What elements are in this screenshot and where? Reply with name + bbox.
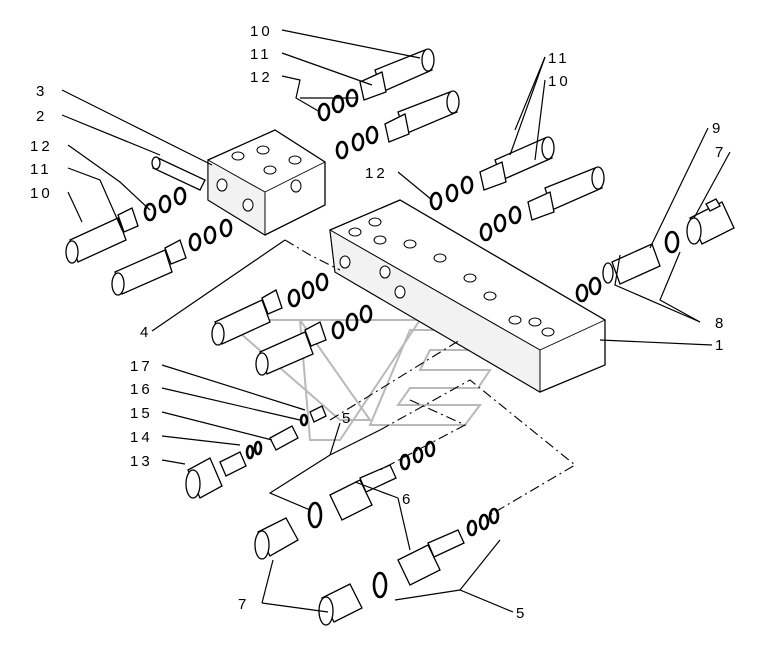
label-10-top: 10 [250,23,273,40]
label-2: 2 [36,108,47,125]
part-labels: 10 11 12 11 10 3 2 12 11 10 12 9 7 8 1 4… [30,23,726,622]
mounting-bolt [151,156,206,191]
label-11-top: 11 [250,46,272,63]
solenoid-cartridge-left-1 [65,186,187,264]
label-16: 16 [130,381,153,398]
port-hole [348,227,362,237]
check-valve-lower [372,507,500,599]
label-5-upper: 5 [342,410,353,427]
port-hole [403,239,417,249]
port-hole [394,285,406,299]
label-7-lower: 7 [238,596,249,613]
label-12-top: 12 [250,69,273,86]
label-11-right: 11 [548,50,570,67]
solenoid-cartridge-right-2 [479,166,605,242]
port-hole [379,265,391,279]
label-14: 14 [130,429,153,446]
end-cap [686,198,735,245]
solenoid-cartridge-mid-1 [211,272,329,346]
port-hole [373,235,387,245]
label-12-left: 12 [30,138,53,155]
main-valve-block [329,199,606,393]
port-hole [368,217,382,227]
label-8: 8 [715,315,726,332]
port-hole [508,315,522,325]
label-15: 15 [130,405,153,422]
label-1: 1 [715,337,726,354]
pilot-valve-block [207,129,326,236]
port-hole [290,179,302,193]
port-hole [256,145,270,155]
label-7-right: 7 [715,144,726,161]
port-hole [231,151,245,161]
label-13: 13 [130,453,153,470]
label-9: 9 [712,120,723,137]
solenoid-cartridge-left-2 [111,218,233,296]
relief-valve-cartridge [575,230,680,303]
label-3: 3 [36,83,47,100]
solenoid-cartridge-top-2 [335,90,460,160]
leader-lines [61,29,731,613]
port-hole [541,327,555,337]
plug-fitting [185,405,327,499]
cap-upper [254,517,299,560]
cap-lower [318,583,363,626]
label-4: 4 [140,324,151,341]
port-hole [263,165,277,175]
port-hole [433,253,447,263]
port-hole [288,155,302,165]
label-17: 17 [130,358,153,375]
port-hole [483,291,497,301]
port-hole [216,178,228,192]
label-10-left: 10 [30,185,53,202]
check-valve-upper [307,440,436,529]
label-6: 6 [402,491,413,508]
port-hole [242,198,254,212]
label-12-middle: 12 [365,165,388,182]
port-hole [339,255,351,269]
label-11-left: 11 [30,161,52,178]
port-hole [528,317,542,327]
solenoid-cartridge-top-1 [317,48,435,122]
solenoid-cartridge-right-1 [429,136,555,211]
label-10-right: 10 [548,73,571,90]
solenoid-cartridge-mid-2 [255,304,373,376]
label-5-lower: 5 [516,605,527,622]
port-hole [463,273,477,283]
assembly-centerlines [284,239,576,516]
